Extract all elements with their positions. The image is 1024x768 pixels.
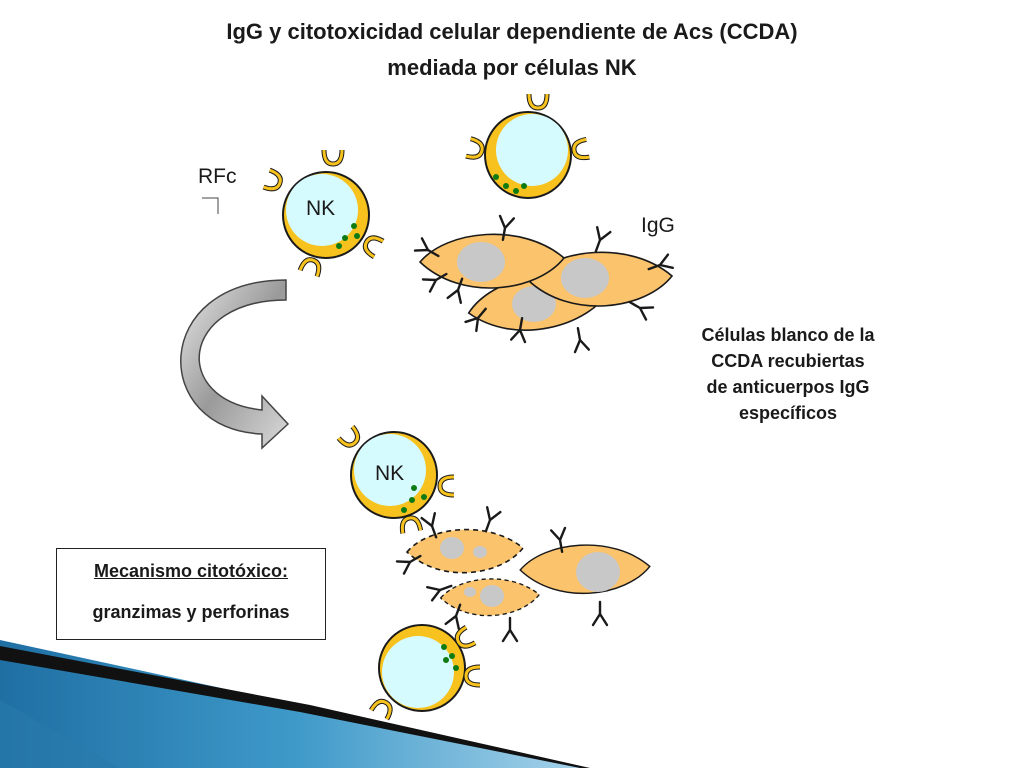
granules (336, 223, 360, 249)
nk-label-bottom: NK (375, 462, 405, 485)
nk-cell-top-right (466, 94, 589, 199)
target-cells-caption: Células blanco de la CCDA recubiertas de… (668, 322, 908, 426)
decorative-band (0, 640, 590, 768)
mechanism-body: granzimas y perforinas (92, 602, 290, 622)
igg-label: IgG (641, 214, 675, 237)
rfc-pointer (202, 197, 219, 214)
nk-cell-bottom (339, 427, 454, 534)
caption-line: específicos (738, 403, 838, 423)
mechanism-box: Mecanismo citotóxico: granzimas y perfor… (56, 548, 326, 640)
granules (441, 644, 459, 671)
title-line-1: IgG y citotoxicidad celular dependiente … (226, 19, 798, 44)
page-title: IgG y citotoxicidad celular dependiente … (60, 14, 964, 86)
title-line-2: mediada por células NK (387, 55, 637, 80)
caption-line: de anticuerpos IgG (706, 377, 870, 397)
caption-line: CCDA recubiertas (711, 351, 865, 371)
nk-cell-top (264, 150, 384, 276)
granules (493, 174, 527, 194)
nk-cell-bottom-lower (371, 624, 480, 719)
target-cells-bottom (395, 506, 651, 643)
mechanism-title: Mecanismo citotóxico: (93, 561, 289, 581)
caption-line: Células blanco de la (701, 325, 875, 345)
target-cells-top (413, 214, 674, 354)
nk-label-top: NK (306, 197, 336, 220)
granules (401, 485, 427, 513)
transition-arrow (180, 279, 290, 450)
rfc-label: RFc (198, 165, 237, 188)
